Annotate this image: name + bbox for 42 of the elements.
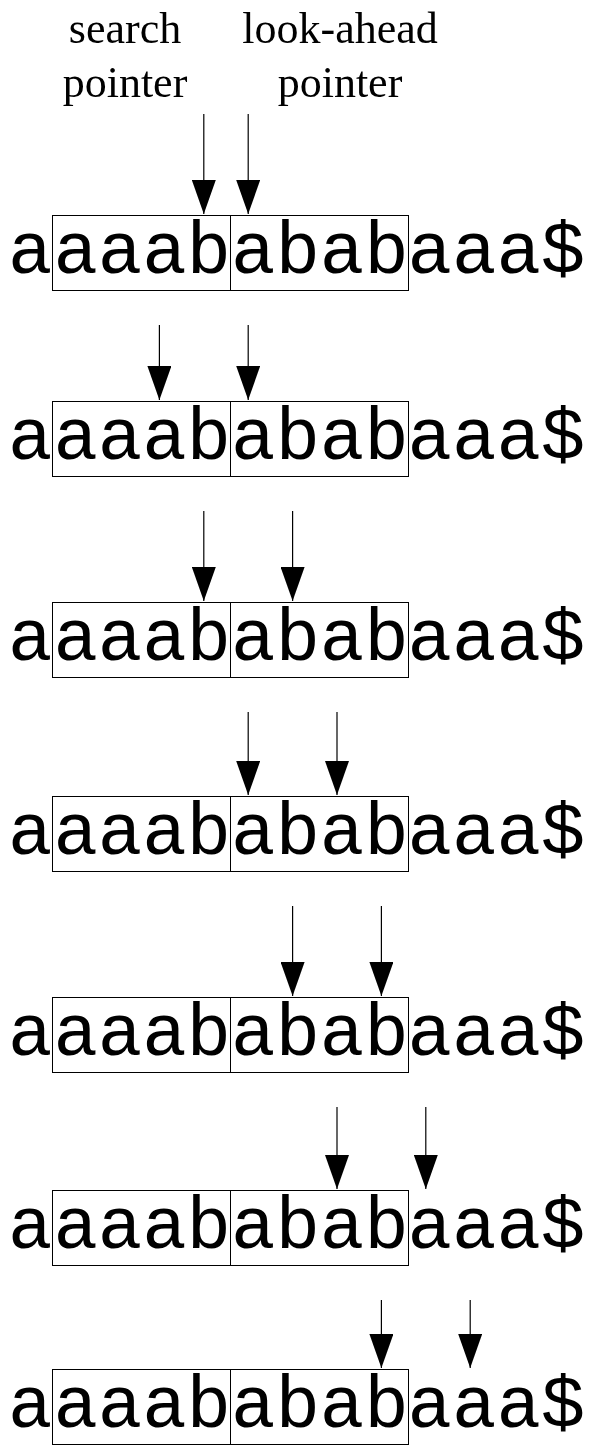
pointer-arrow <box>280 510 305 602</box>
buffer-box: abab <box>230 997 409 1073</box>
string-text: a <box>8 1190 53 1266</box>
string-text: aaa$ <box>407 997 586 1073</box>
buffer-box: abab <box>230 401 409 477</box>
string-text: a <box>8 796 53 872</box>
string-text: aaa$ <box>407 796 586 872</box>
buffer-box: aaab <box>52 215 231 291</box>
string-text: a <box>8 602 53 678</box>
buffer-box: aaab <box>52 997 231 1073</box>
pointer-arrow <box>147 324 172 401</box>
pointer-arrow <box>413 1106 438 1190</box>
string-text: a <box>8 215 53 291</box>
string-text: aaa$ <box>407 1369 586 1445</box>
string-text: a <box>8 1369 53 1445</box>
pointer-arrow <box>369 905 394 997</box>
buffer-box: aaab <box>52 1190 231 1266</box>
buffer-box: abab <box>230 215 409 291</box>
pointer-arrow <box>236 324 261 401</box>
pointer-arrow <box>458 1299 483 1369</box>
string-text: aaa$ <box>407 401 586 477</box>
string-text: a <box>8 997 53 1073</box>
pointer-arrow <box>325 711 349 796</box>
pointer-arrow <box>369 1299 394 1369</box>
string-text: aaa$ <box>407 602 586 678</box>
buffer-box: abab <box>230 796 409 872</box>
pointer-arrow <box>236 113 261 215</box>
buffer-box: abab <box>230 1190 409 1266</box>
buffer-box: abab <box>230 1369 409 1445</box>
pointer-arrow <box>236 711 261 796</box>
pointer-arrow <box>191 113 216 215</box>
pointer-arrow <box>280 905 305 997</box>
pointer-arrow <box>191 510 216 602</box>
buffer-box: aaab <box>52 401 231 477</box>
string-text: a <box>8 401 53 477</box>
string-text: aaa$ <box>407 215 586 291</box>
buffer-box: aaab <box>52 602 231 678</box>
buffer-box: aaab <box>52 796 231 872</box>
string-text: aaa$ <box>407 1190 586 1266</box>
buffer-box: aaab <box>52 1369 231 1445</box>
buffer-box: abab <box>230 602 409 678</box>
pointer-arrow <box>325 1106 349 1190</box>
